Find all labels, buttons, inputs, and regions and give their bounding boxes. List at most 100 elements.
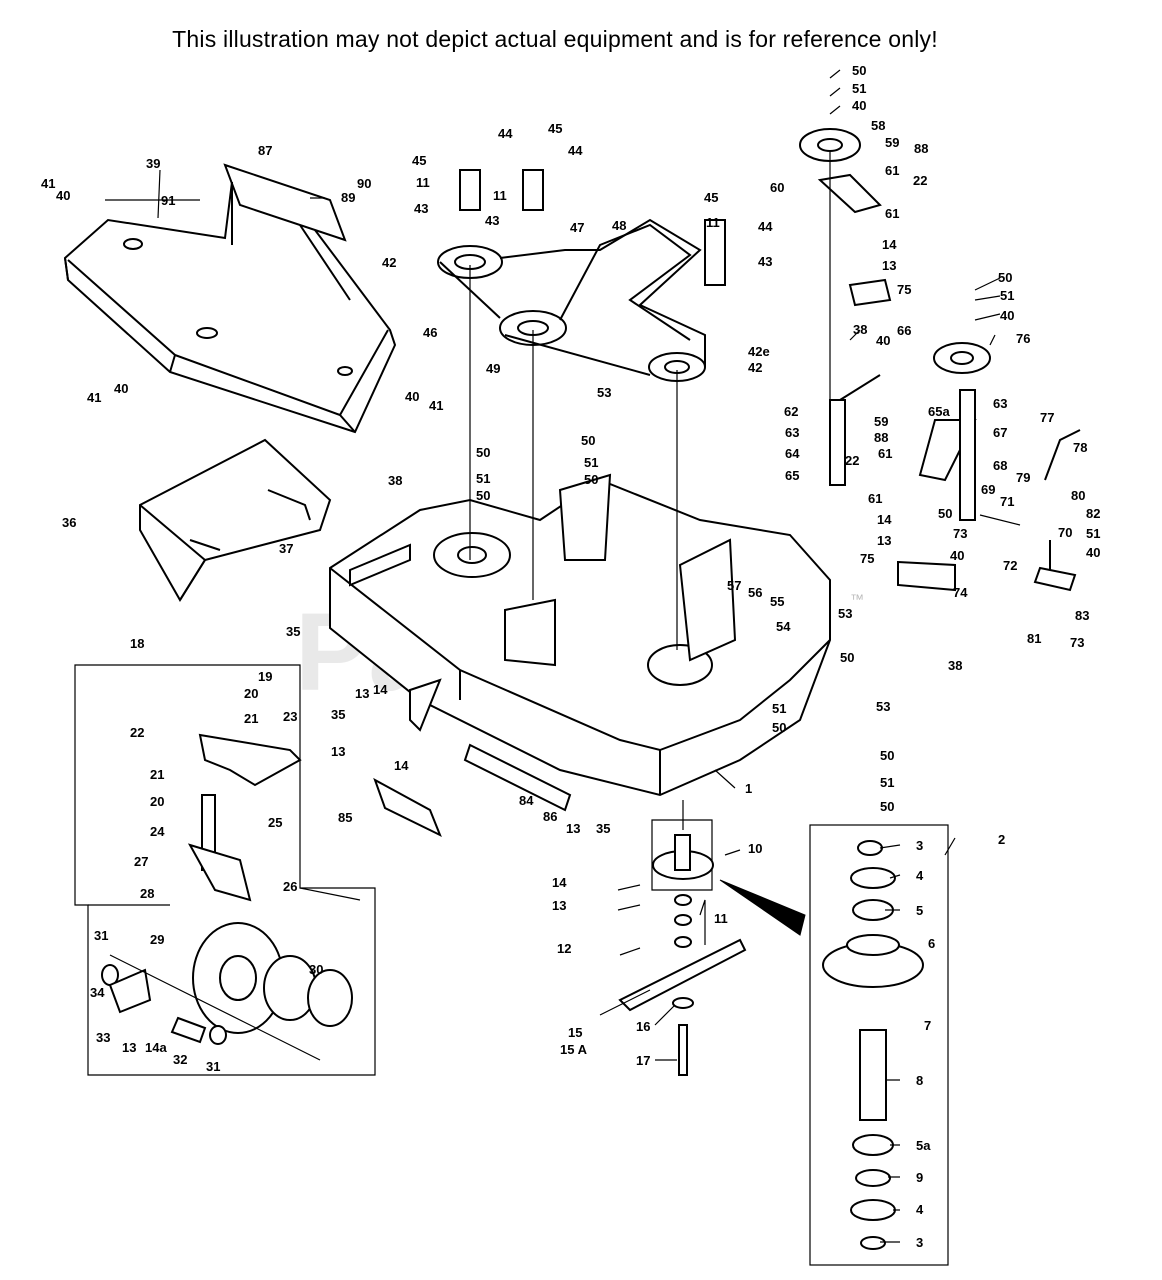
callout-73b: 73 [1070, 635, 1084, 650]
callout-13a: 13 [882, 258, 896, 273]
callout-71: 71 [1000, 494, 1014, 509]
callout-60: 60 [770, 180, 784, 195]
callout-88b: 88 [874, 430, 888, 445]
callout-44a: 44 [498, 126, 513, 141]
callout-43a: 43 [414, 201, 428, 216]
callout-57: 57 [727, 578, 741, 593]
callout-79: 79 [1016, 470, 1030, 485]
callout-68: 68 [993, 458, 1007, 473]
callout-26: 26 [283, 879, 297, 894]
callout-53b: 53 [838, 606, 852, 621]
callout-38c: 38 [948, 658, 962, 673]
callout-50e: 50 [852, 63, 866, 78]
callout-47: 47 [570, 220, 584, 235]
callout-56: 56 [748, 585, 762, 600]
callout-11a: 11 [416, 175, 430, 190]
callout-84: 84 [519, 793, 534, 808]
callout-34: 34 [90, 985, 105, 1000]
callout-81: 81 [1027, 631, 1041, 646]
callout-40a: 40 [56, 188, 70, 203]
callout-59a: 59 [885, 135, 899, 150]
callout-70: 70 [1058, 525, 1072, 540]
callout-41b: 41 [87, 390, 101, 405]
callout-13f: 13 [122, 1040, 136, 1055]
callout-3b: 3 [916, 1235, 923, 1250]
callout-50a: 50 [581, 433, 595, 448]
callout-51f: 51 [772, 701, 786, 716]
callout-35a: 35 [286, 624, 300, 639]
callout-61a: 61 [885, 163, 899, 178]
callout-58: 58 [871, 118, 885, 133]
callout-4b: 4 [916, 1202, 924, 1217]
mower-deck-housing [329, 473, 831, 797]
callout-91: 91 [161, 193, 175, 208]
callout-27: 27 [134, 854, 148, 869]
callout-40h: 40 [1086, 545, 1100, 560]
anti-scalp-roller [373, 678, 572, 838]
callout-66: 66 [897, 323, 911, 338]
callout-48: 48 [612, 218, 626, 233]
callout-29: 29 [150, 932, 164, 947]
callout-64: 64 [785, 446, 800, 461]
callout-25: 25 [268, 815, 282, 830]
callout-20b: 20 [150, 794, 164, 809]
callout-30: 30 [309, 962, 323, 977]
callout-28: 28 [140, 886, 154, 901]
callout-5a: 5a [916, 1138, 931, 1153]
callout-85: 85 [338, 810, 352, 825]
callout-40e: 40 [1000, 308, 1014, 323]
callout-59b: 59 [874, 414, 888, 429]
callout-86: 86 [543, 809, 557, 824]
callout-14e: 14 [552, 875, 567, 890]
callout-14a: 14 [882, 237, 897, 252]
callout-15A: 15 A [560, 1042, 588, 1057]
deck-cover [63, 163, 397, 434]
callout-13e: 13 [566, 821, 580, 836]
callout-21b: 21 [150, 767, 164, 782]
callout-12: 12 [557, 941, 571, 956]
watermark-tm: ™ [850, 591, 864, 607]
callout-17: 17 [636, 1053, 650, 1068]
callout-50c: 50 [584, 472, 598, 487]
mandrel-assembly [618, 800, 806, 1076]
callout-65a: 65a [928, 404, 950, 419]
callout-63b: 63 [785, 425, 799, 440]
callout-3a: 3 [916, 838, 923, 853]
callout-50f: 50 [998, 270, 1012, 285]
discharge-chute [139, 438, 332, 602]
callout-53c: 53 [876, 699, 890, 714]
callout-51b: 51 [476, 471, 490, 486]
callout-41c: 41 [429, 398, 443, 413]
callout-18: 18 [130, 636, 144, 651]
callout-20a: 20 [244, 686, 258, 701]
callout-46: 46 [423, 325, 437, 340]
callout-13g: 13 [552, 898, 566, 913]
callout-11d: 11 [714, 911, 728, 926]
callout-15: 15 [568, 1025, 582, 1040]
callout-35c: 35 [596, 821, 610, 836]
callout-83: 83 [1075, 608, 1089, 623]
callouts: 41 40 39 87 91 90 89 40 41 40 41 36 38 3… [41, 63, 1100, 1250]
callout-13b: 13 [877, 533, 891, 548]
callout-61b: 61 [885, 206, 899, 221]
callout-73a: 73 [953, 526, 967, 541]
callout-24: 24 [150, 824, 165, 839]
callout-43c: 43 [758, 254, 772, 269]
callout-45c: 45 [704, 190, 718, 205]
callout-61d: 61 [868, 491, 882, 506]
callout-39: 39 [146, 156, 160, 171]
callout-49: 49 [486, 361, 500, 376]
callout-67: 67 [993, 425, 1007, 440]
disclaimer-text: This illustration may not depict actual … [172, 26, 938, 52]
callout-40f: 40 [876, 333, 890, 348]
callout-10: 10 [748, 841, 762, 856]
callout-50b: 50 [476, 445, 490, 460]
callout-50g: 50 [938, 506, 952, 521]
callout-37: 37 [279, 541, 293, 556]
callout-51d: 51 [1000, 288, 1014, 303]
callout-14c: 14 [373, 682, 388, 697]
callout-42e: 42e [748, 344, 770, 359]
callout-50i: 50 [772, 720, 786, 735]
callout-38b: 38 [853, 322, 867, 337]
